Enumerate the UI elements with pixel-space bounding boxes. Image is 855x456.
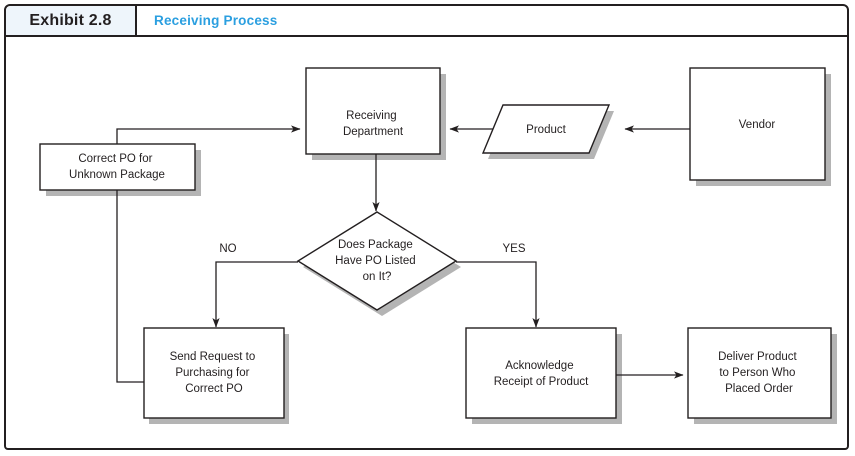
- node-send-request-purchasing[interactable]: [143, 327, 285, 419]
- exhibit-title: Receiving Process: [154, 13, 278, 28]
- node-acknowledge-label: Acknowledge Receipt of Product: [494, 360, 589, 388]
- node-receiving-department-label: Receiving Department: [343, 110, 404, 138]
- node-deliver-product-label: Deliver Product to Person Who Placed Ord…: [718, 351, 800, 395]
- exhibit-frame: Exhibit 2.8 Receiving Process: [4, 4, 849, 450]
- branch-label-yes: YES: [502, 243, 525, 255]
- exhibit-tag: Exhibit 2.8: [6, 6, 137, 35]
- node-correct-po-unknown-package[interactable]: [39, 143, 196, 191]
- edge-decision-yes-to-acknowledge: [456, 261, 540, 328]
- node-product-label: Product: [526, 124, 566, 136]
- exhibit-number-label: Exhibit 2.8: [29, 11, 112, 29]
- node-decision-label: Does Package Have PO Listed on It?: [335, 239, 419, 283]
- node-receiving-department[interactable]: [305, 67, 441, 155]
- branch-label-no: NO: [219, 243, 236, 255]
- flowchart-diagram: Receiving Department Product Vendor Corr…: [6, 37, 847, 448]
- node-does-package-have-po[interactable]: [296, 211, 458, 311]
- node-send-request-label: Send Request to Purchasing for Correct P…: [170, 351, 259, 395]
- edge-send-request-to-receiving: [116, 125, 301, 383]
- node-product[interactable]: [481, 104, 611, 154]
- node-vendor[interactable]: [689, 67, 826, 181]
- exhibit-header: Exhibit 2.8 Receiving Process: [6, 6, 847, 37]
- node-deliver-product[interactable]: [687, 327, 832, 419]
- node-correct-po-label: Correct PO for Unknown Package: [69, 153, 165, 181]
- node-acknowledge-receipt[interactable]: [465, 327, 617, 419]
- edge-decision-no-to-send-request: [212, 261, 298, 328]
- node-vendor-label: Vendor: [739, 119, 776, 131]
